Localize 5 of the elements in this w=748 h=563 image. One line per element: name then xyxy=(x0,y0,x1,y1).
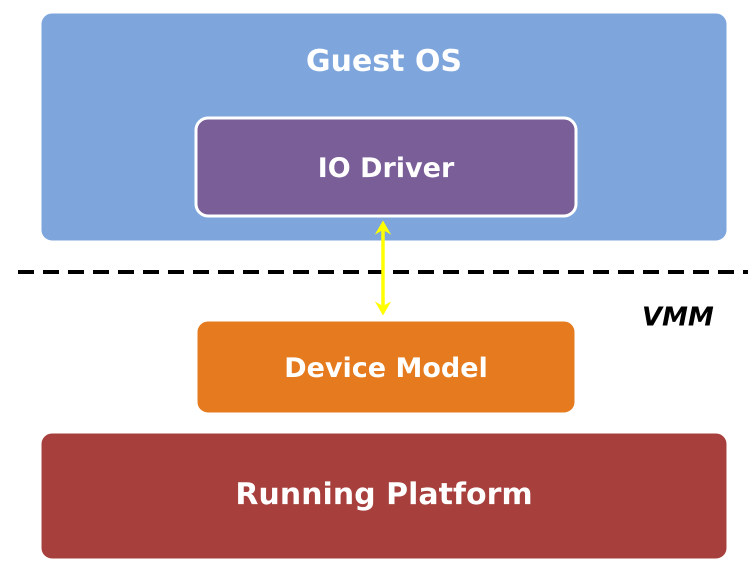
heading: Guest OS xyxy=(307,48,460,72)
platform-box: Running Platform xyxy=(38,430,730,562)
driver-box: IO Driver xyxy=(194,116,578,218)
model-box: Device Model xyxy=(194,318,578,416)
layer-label: VMM xyxy=(644,306,714,326)
